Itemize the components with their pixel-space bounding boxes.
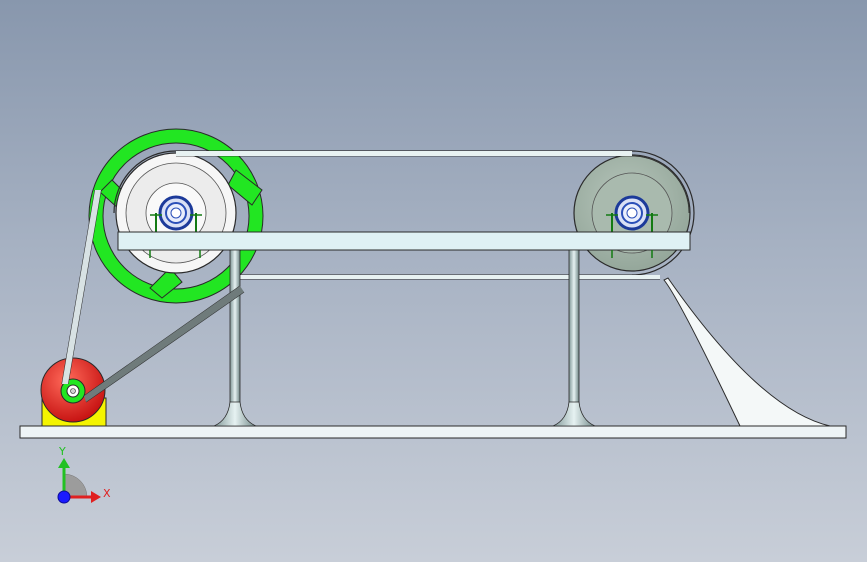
- triad-y-label: Y: [58, 445, 66, 458]
- right-post[interactable]: [552, 249, 596, 427]
- base-plate[interactable]: [19, 425, 847, 439]
- conveyor-belt[interactable]: [113, 150, 695, 280]
- coordinate-triad-icon[interactable]: Y X: [57, 445, 111, 504]
- drive-belt[interactable]: [61, 189, 245, 403]
- left-post[interactable]: [213, 249, 257, 427]
- discharge-chute[interactable]: [663, 277, 831, 427]
- triad-x-label: X: [103, 487, 111, 500]
- frame-top-plate[interactable]: [117, 231, 691, 251]
- motor[interactable]: [40, 357, 106, 423]
- left-bearing: [150, 195, 202, 232]
- right-bearing: [606, 195, 658, 232]
